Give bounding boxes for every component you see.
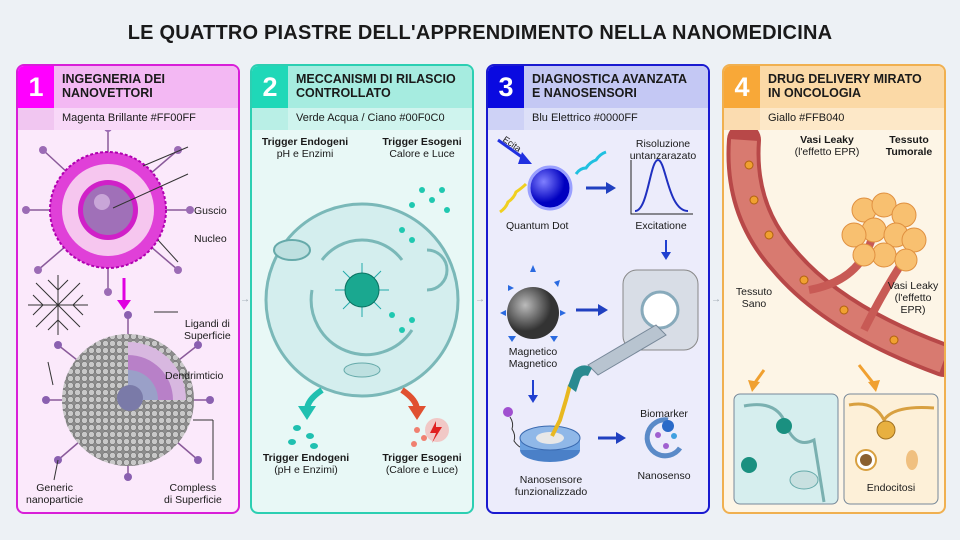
diagnostics-illustration [497, 138, 699, 462]
panel-number: 3 [488, 66, 524, 108]
cell-illustration [264, 187, 460, 449]
panel-number: 4 [724, 66, 760, 108]
liposome-illustration [22, 130, 214, 481]
label-vasi-leaky-top: Vasi Leaky(l'effetto EPR) [794, 134, 860, 158]
panel-subtitle: Giallo #FFB040 [768, 112, 845, 124]
panel-number: 1 [18, 66, 54, 108]
label-dendrimer: Dendrimticio [165, 370, 224, 382]
panel-subtitle: Magenta Brillante #FF00FF [62, 112, 196, 124]
label-nucleo: Nucleo [194, 233, 227, 245]
label-excitatione: Excitatione [635, 220, 687, 232]
arrow-icon: → [475, 294, 485, 305]
panel-number: 2 [252, 66, 288, 108]
label-eso-bottom: Trigger Esogeni(Calore e Luce) [382, 452, 462, 476]
arrow-icon: → [240, 294, 250, 305]
page-title: LE QUATTRO PIASTRE DELL'APPRENDIMENTO NE… [127, 22, 833, 44]
arrow-icon: → [711, 294, 721, 305]
panel-subtitle: Verde Acqua / Ciano #00F0C0 [296, 112, 445, 124]
label-guscio: Guscio [194, 205, 227, 217]
label-quantum-dot: Quantum Dot [506, 220, 569, 232]
label-endo-bottom: Trigger Endogeni(pH e Enzimi) [262, 452, 350, 476]
tumor-illustration [726, 130, 944, 505]
panel-subtitle: Blu Elettrico #0000FF [532, 112, 638, 124]
label-nanosenso: Nanosenso [637, 470, 691, 482]
label-biomarker: Biomarker [640, 408, 688, 420]
label-endocitosi: Endocitosi [866, 482, 916, 494]
